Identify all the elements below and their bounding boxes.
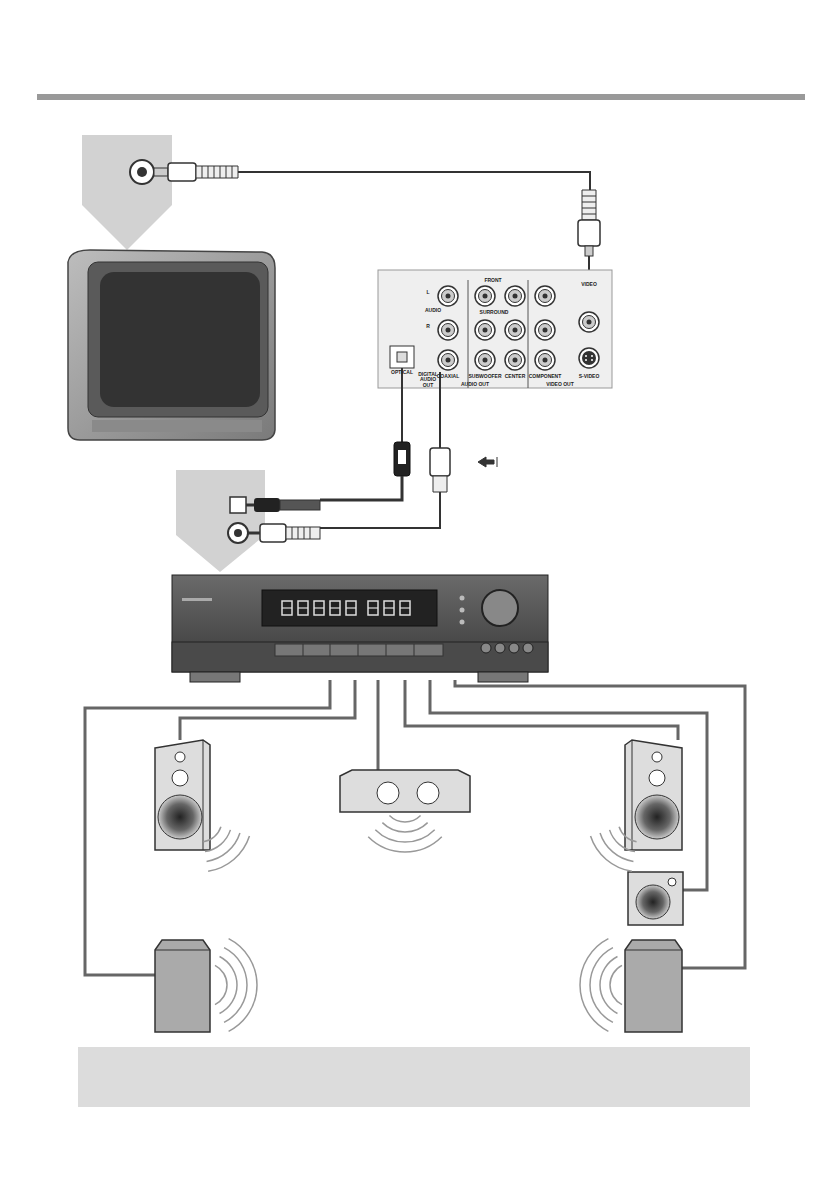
sound-waves [203, 816, 636, 1032]
panel-label: L [426, 290, 429, 295]
av-receiver [172, 575, 548, 682]
speaker-wires [85, 680, 745, 975]
center-speaker [340, 770, 470, 812]
panel-label: SUBWOOFER [468, 374, 501, 379]
panel-label: FRONT [484, 278, 501, 283]
video-jack [130, 160, 154, 184]
panel-label: SURROUND [480, 310, 509, 315]
panel-label: AUDIO [425, 308, 441, 313]
panel-label: VIDEO [581, 282, 597, 287]
optical-jack [390, 346, 414, 368]
input-callout [176, 470, 265, 572]
panel-label: S-VIDEO [579, 374, 600, 379]
panel-label: CENTER [505, 374, 526, 379]
input-plugs [246, 498, 320, 542]
rca-jacks [438, 286, 599, 370]
panel-label: R [426, 324, 430, 329]
rear-speaker [625, 940, 682, 1032]
front-speaker [625, 740, 682, 850]
rear-panel: LAUDIORFRONTSURROUNDOPTICALDIGITAL AUDIO… [378, 270, 612, 388]
rear-speaker [155, 940, 210, 1032]
panel-label: AUDIO OUT [461, 382, 489, 387]
digital-cables [320, 368, 497, 528]
front-speaker [155, 740, 210, 850]
panel-label: COAXIAL [437, 374, 460, 379]
panel-label: OPTICAL [391, 370, 413, 375]
television [68, 250, 275, 440]
rear-panel [378, 270, 612, 388]
panel-label: VIDEO OUT [546, 382, 574, 387]
input-callout [82, 135, 172, 250]
note-bar [78, 1047, 750, 1107]
direction-mark [478, 457, 497, 467]
subwoofer [628, 872, 683, 925]
header-rule [37, 94, 805, 100]
panel-label: COMPONENT [529, 374, 562, 379]
